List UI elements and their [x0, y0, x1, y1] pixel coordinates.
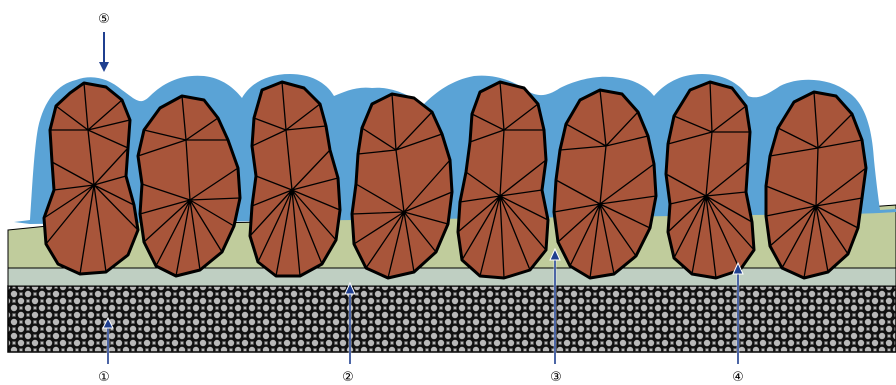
granule-6: [554, 90, 656, 278]
granule-7: [666, 82, 754, 278]
label-one: ①: [98, 370, 110, 385]
granule-4: [352, 94, 452, 278]
granule-5: [458, 82, 548, 278]
substrate-layer: [8, 286, 896, 352]
granule-1: [44, 83, 138, 274]
base-layer: [8, 268, 896, 286]
label-five: ⑤: [98, 12, 110, 27]
label-four: ④: [732, 370, 744, 385]
label-three: ③: [550, 370, 562, 385]
label-two: ②: [342, 370, 354, 385]
arrow-5: [99, 32, 109, 72]
